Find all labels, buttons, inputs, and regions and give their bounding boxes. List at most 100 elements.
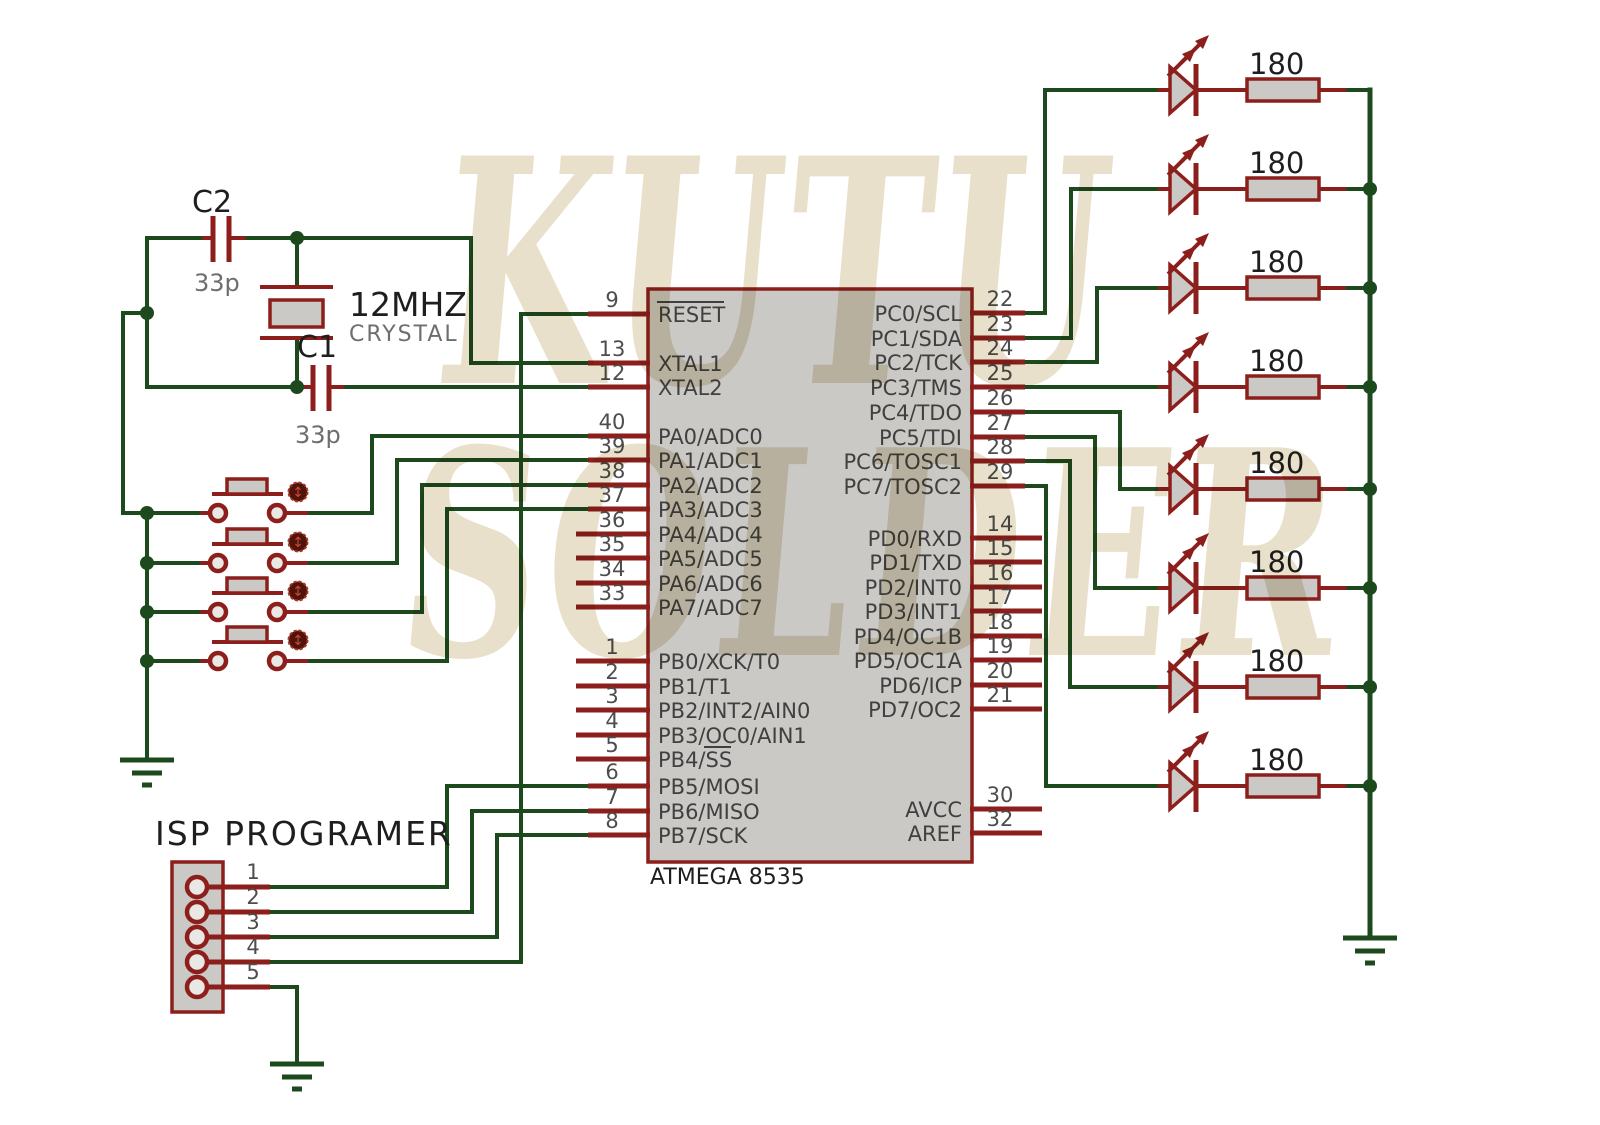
ic-pin-label: PD4/OC1B [854, 625, 962, 649]
junction-dots [140, 182, 1377, 793]
ic-pin-number: 22 [987, 287, 1014, 311]
microcontroller-ic: ATMEGA 8535 9 13 12 40 39 38 37 36 35 34… [576, 287, 1042, 890]
ic-pin-label: AVCC [905, 798, 962, 822]
ic-pin-number: 30 [987, 783, 1014, 807]
isp-pin-socket [184, 974, 210, 1000]
watermark-line1: KUTU [426, 90, 1130, 457]
ic-pin-label: PD6/ICP [879, 674, 962, 698]
ground-symbol-leds [1343, 938, 1397, 963]
ic-pin-label: PB2/INT2/AIN0 [658, 699, 810, 723]
ic-pin-number: 20 [987, 659, 1014, 683]
isp-pin-number: 3 [246, 910, 259, 934]
ic-pin-number: 13 [599, 337, 626, 361]
ic-pin-number: 15 [987, 536, 1014, 560]
ic-pin-label: XTAL2 [658, 376, 723, 400]
ic-pin-label: PB0/XCK/T0 [658, 650, 780, 674]
ic-pin-number: 36 [599, 508, 626, 532]
ic-pin-number: 6 [605, 760, 618, 784]
resistor-value-label: 180 [1249, 743, 1304, 777]
ic-pin-number: 2 [605, 660, 618, 684]
ic-pin-label: PC3/TMS [870, 376, 962, 400]
button-actuator-icon: ↕ [292, 485, 304, 501]
watermark-line2: SOLDER [389, 389, 1358, 723]
capacitor-c1-ref: C1 [297, 330, 337, 365]
ground-symbol-buttons [120, 760, 174, 785]
ic-pin-number: 19 [987, 634, 1014, 658]
ic-pin-label: PC6/TOSC1 [844, 450, 962, 474]
ic-pin-number: 27 [987, 411, 1014, 435]
crystal-body [268, 298, 325, 329]
ic-pin-label: PB3/OC0/AIN1 [658, 724, 807, 748]
ic-pin-label: PA6/ADC6 [658, 572, 763, 596]
ic-pin-number: 40 [599, 410, 626, 434]
ic-pin-number: 1 [605, 635, 618, 659]
capacitor-c2-ref: C2 [192, 185, 232, 220]
ic-pin-label: PA3/ADC3 [658, 498, 763, 522]
ic-pin-label: PA7/ADC7 [658, 596, 763, 620]
ic-pin-number: 34 [599, 557, 626, 581]
resistor-value-label: 180 [1249, 344, 1304, 378]
button-actuator-icon: ↕ [292, 633, 304, 649]
ic-pin-label: PB1/T1 [658, 675, 732, 699]
ic-pin-number: 35 [599, 532, 626, 556]
ic-pin-number: 16 [987, 561, 1014, 585]
button-actuator-icon: ↕ [292, 584, 304, 600]
crystal-oscillator-circuit: C2 33p 12MHZ CRYSTAL C1 33p [192, 185, 467, 449]
ic-pin-label: AREF [908, 822, 962, 846]
ic-pin-label: PD5/OC1A [854, 649, 963, 673]
crystal-frequency-label: 12MHZ [349, 285, 467, 324]
watermark: KUTU SOLDER [389, 90, 1358, 723]
junction-dot [140, 306, 154, 320]
ic-pin-number: 14 [987, 512, 1014, 536]
ic-body [646, 287, 974, 864]
resistor-value-label: 180 [1249, 245, 1304, 279]
ic-pin-label: PB5/MOSI [658, 775, 760, 799]
led-bank: 180 180 180 180 180 180 180 180 [1158, 35, 1370, 812]
ic-pin-label: XTAL1 [658, 352, 723, 376]
ic-pin-number: 28 [987, 435, 1014, 459]
isp-programmer: ISP PROGRAMER 1 2 3 4 5 [155, 814, 453, 1014]
ic-pin-number: 24 [987, 336, 1014, 360]
ic-pin-number: 12 [599, 361, 626, 385]
ic-pin-number: 17 [987, 585, 1014, 609]
capacitor-c2-value: 33p [194, 269, 240, 297]
junction-dot [290, 231, 304, 245]
ic-pin-number: 33 [599, 581, 626, 605]
isp-pin-number: 1 [246, 860, 259, 884]
ic-pin-number: 23 [987, 312, 1014, 336]
capacitor-c1-value: 33p [295, 421, 341, 449]
resistor-value-label: 180 [1249, 545, 1304, 579]
ic-pin-label: PC5/TDI [879, 426, 962, 450]
ic-pin-number: 18 [987, 610, 1014, 634]
ic-pin-label: PA4/ADC4 [658, 523, 763, 547]
ic-pin-label: PB4/SS [658, 748, 732, 772]
ic-pin-number: 37 [599, 483, 626, 507]
ic-pin-label: PA2/ADC2 [658, 474, 763, 498]
ic-pin-number: 21 [987, 683, 1014, 707]
isp-pin-socket [184, 949, 210, 975]
push-button-4 [147, 627, 308, 669]
resistor-value-label: 180 [1249, 146, 1304, 180]
ic-pin-number: 4 [605, 709, 618, 733]
ic-pin-label: PA1/ADC1 [658, 449, 763, 473]
ic-pin-label: PC0/SCL [875, 302, 963, 326]
ic-pin-label: PC2/TCK [874, 351, 963, 375]
ic-pin-number: 5 [605, 733, 618, 757]
ic-pin-number: 25 [987, 361, 1014, 385]
push-button-1 [147, 479, 308, 521]
resistor-value-label: 180 [1249, 644, 1304, 678]
ic-pin-label: PA0/ADC0 [658, 425, 763, 449]
push-buttons: ↕ ↕ ↕ ↕ [147, 479, 308, 669]
push-button-3 [147, 578, 308, 620]
ic-pin-label: PA5/ADC5 [658, 547, 763, 571]
ic-pin-number: 26 [987, 386, 1014, 410]
push-button-2 [147, 529, 308, 571]
ic-pin-label: PC7/TOSC2 [844, 475, 962, 499]
ic-pin-label: PD0/RXD [868, 527, 962, 551]
isp-title: ISP PROGRAMER [155, 814, 453, 853]
ic-pin-label: PC4/TDO [869, 401, 962, 425]
ic-pin-label: PC1/SDA [871, 327, 963, 351]
ic-pin-label: PD2/INT0 [865, 576, 962, 600]
